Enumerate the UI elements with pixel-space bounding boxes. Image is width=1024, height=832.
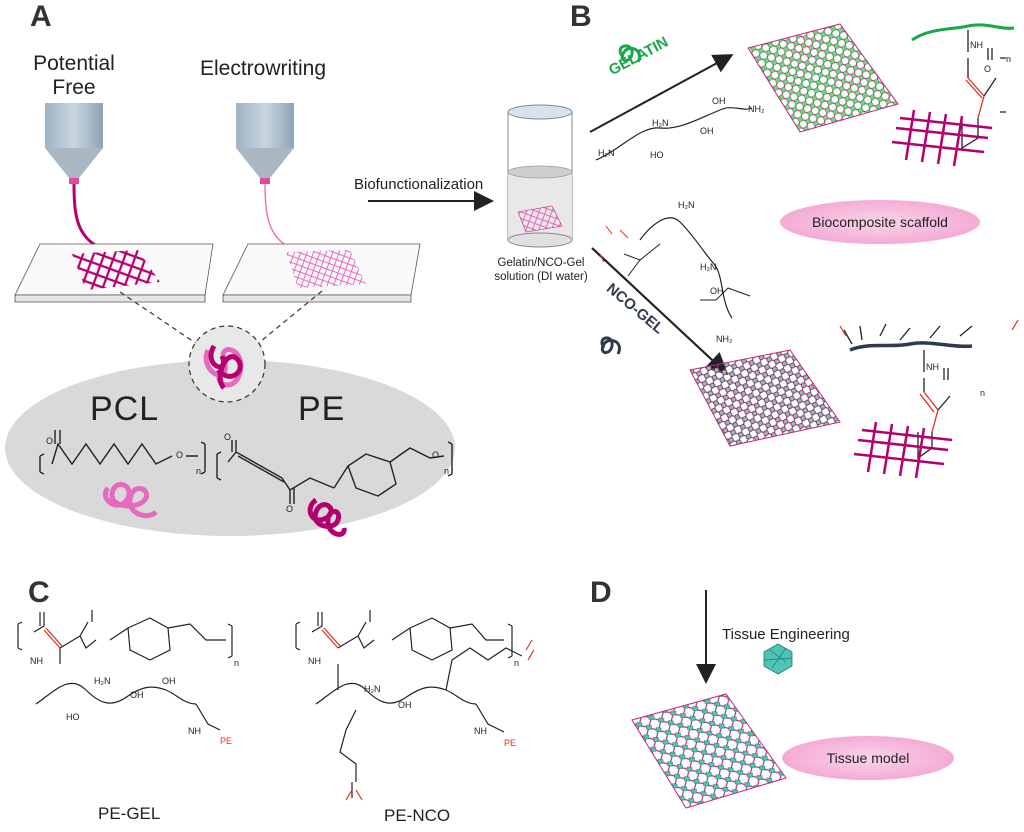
tissue-model-pill: Tissue model — [782, 736, 954, 780]
pegel-oh-2: OH — [162, 676, 176, 686]
gelatin-ho: HO — [650, 150, 664, 160]
pe-nco-structure — [295, 610, 523, 798]
scaffold-tissue — [631, 693, 787, 809]
penco-n: n — [514, 658, 520, 668]
scaffold-thin — [286, 250, 366, 288]
electrowriting-label: Electrowriting — [200, 57, 327, 80]
pe-gel-caption: PE-GEL — [98, 804, 161, 823]
pe-gel-structure — [17, 610, 233, 731]
biofunctionalization-label: Biofunctionalization — [354, 176, 484, 193]
pcl-n: n — [196, 466, 202, 476]
pegel-oh-1: OH — [130, 690, 144, 700]
nco-conjugate-structure — [843, 323, 973, 460]
gelatin-chain — [595, 107, 753, 161]
beaker-caption: Gelatin/NCO-Gel solution (DI water) — [494, 257, 588, 283]
top-o: O — [984, 64, 992, 74]
panel-label-a: A — [30, 0, 52, 33]
scaffold-nco-gel — [689, 349, 841, 447]
potential-free-label: Potential Free — [33, 52, 115, 99]
nozzle-potential-free — [45, 103, 103, 184]
pegel-nh: NH — [30, 656, 43, 666]
fiber-thin — [264, 183, 291, 249]
gelatin-h2n-2: H₂N — [652, 118, 669, 128]
pe-structure — [216, 440, 453, 504]
gelatin-coil — [618, 44, 641, 63]
top-n: n — [1006, 54, 1012, 64]
nco-gel-coil — [600, 336, 621, 355]
penco-h2n: H₂N — [364, 684, 381, 694]
nozzle-electrowriting — [236, 103, 294, 184]
pegel-h2n: H₂N — [94, 676, 111, 686]
pe-label: PE — [298, 390, 346, 428]
gray-ellipse — [5, 360, 455, 536]
pcl-label: PCL — [90, 390, 160, 428]
fiber-thick — [72, 183, 105, 252]
pegel-nh-2: NH — [188, 726, 201, 736]
pegel-n: n — [234, 658, 240, 668]
top-nh: NH — [970, 40, 983, 50]
pe-o-bottom: O — [286, 504, 294, 514]
bottom-n: n — [980, 388, 986, 398]
panel-label-b: B — [570, 0, 592, 33]
arrow-gelatin — [589, 54, 734, 133]
biocomposite-scaffold-pill: Biocomposite scaffold — [780, 200, 980, 244]
nco-h2n-1: H₂N — [678, 200, 695, 210]
beaker — [507, 104, 573, 248]
penco-pe: PE — [504, 738, 517, 748]
gelatin-nh2: NH₂ — [748, 104, 765, 114]
penco-oh: OH — [398, 700, 412, 710]
gelatin-oh-2: OH — [712, 96, 726, 106]
cell-cluster-icon — [763, 643, 793, 675]
pcl-o-label: O — [46, 436, 54, 446]
pegel-ho: HO — [66, 712, 80, 722]
pe-n: n — [444, 466, 450, 476]
pcl-structure — [39, 430, 206, 475]
panel-label-c: C — [28, 576, 50, 609]
gelatin-h2n-1: H₂N — [598, 148, 615, 158]
nco-gel-chain — [639, 217, 733, 319]
scaffold-thick — [72, 250, 160, 290]
penco-nh: NH — [308, 656, 321, 666]
nco-nh2: NH₂ — [716, 334, 733, 344]
nco-oh: OH — [710, 286, 724, 296]
scaffold-gelatin — [747, 23, 899, 133]
pe-base-grid-top — [891, 109, 993, 167]
pe-o-top: O — [224, 432, 232, 442]
gelatin-conjugate-structure — [911, 23, 1015, 150]
pe-base-grid-bottom — [853, 421, 953, 479]
pegel-pe: PE — [220, 736, 233, 746]
gelatin-oh-1: OH — [700, 126, 714, 136]
pcl-o-ether: O — [176, 450, 184, 460]
pe-coil — [307, 497, 347, 537]
pe-nco-caption: PE-NCO — [384, 806, 451, 825]
pe-o-ether: O — [432, 450, 440, 460]
pcl-coil — [103, 482, 158, 518]
arrow-nco-gel — [591, 247, 729, 376]
nco-h2n-2: H₂N — [700, 262, 717, 272]
penco-nh-2: NH — [474, 726, 487, 736]
bottom-nh: NH — [926, 362, 939, 372]
panel-label-d: D — [590, 576, 612, 609]
tissue-engineering-label: Tissue Engineering — [722, 626, 850, 643]
